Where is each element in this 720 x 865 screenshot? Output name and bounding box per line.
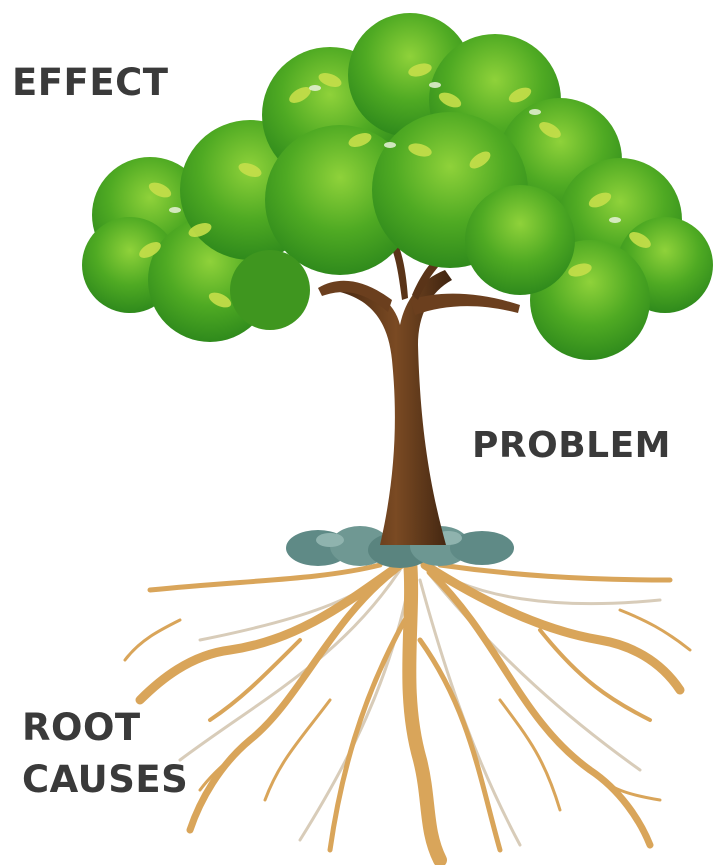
problem-label: PROBLEM	[472, 428, 671, 464]
root-causes-line1: ROOT	[22, 702, 188, 754]
effect-label: EFFECT	[12, 64, 169, 101]
root-causes-line2: CAUSES	[22, 754, 188, 806]
roots	[125, 560, 690, 860]
canopy	[82, 13, 713, 360]
root-causes-label: ROOT CAUSES	[22, 702, 188, 806]
